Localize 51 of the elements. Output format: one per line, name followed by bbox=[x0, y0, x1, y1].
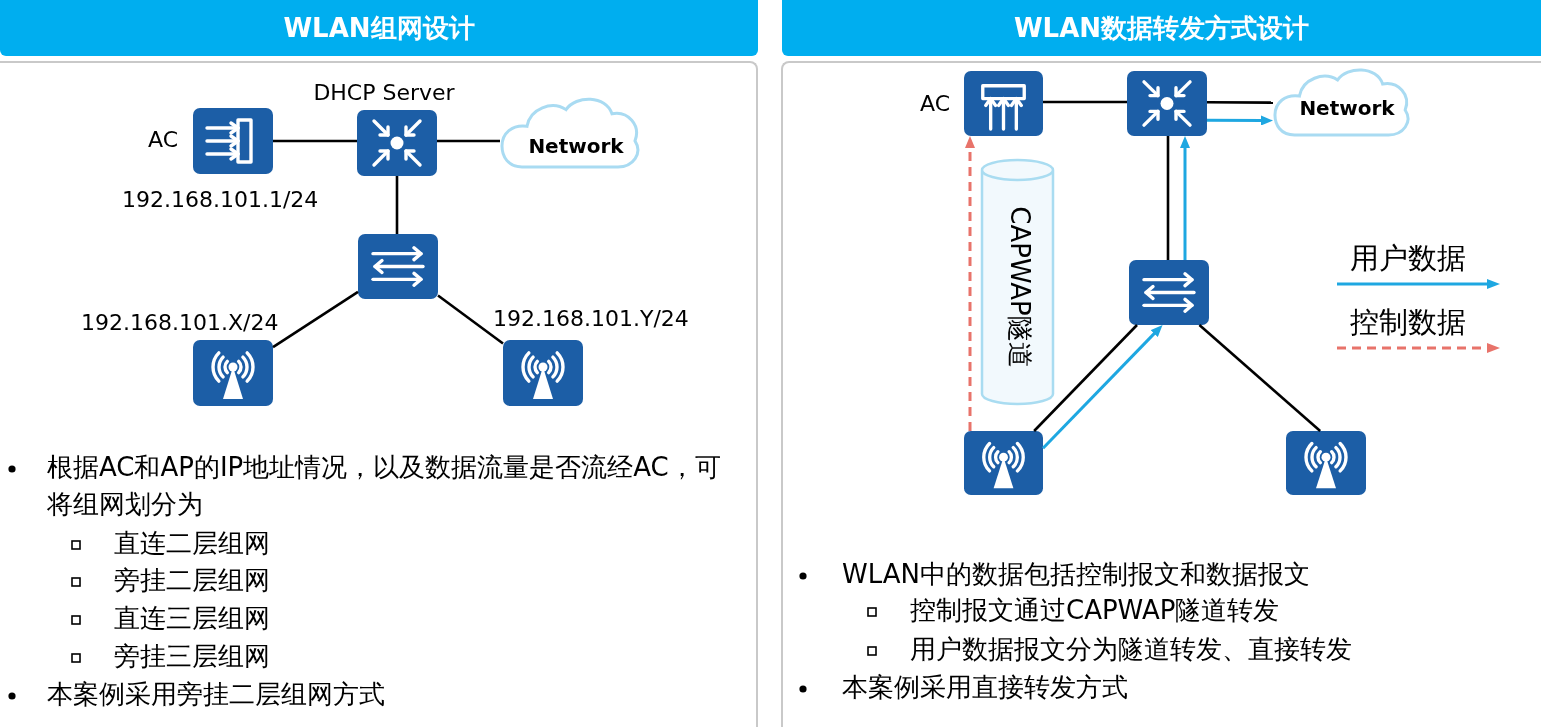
device-label: DHCP Server bbox=[313, 79, 455, 107]
connector-line bbox=[272, 290, 359, 349]
connector-line bbox=[1033, 324, 1138, 432]
network-device-icon bbox=[193, 108, 273, 174]
bullet-text: 直连三层组网 bbox=[114, 601, 270, 635]
connector-line bbox=[1198, 324, 1322, 432]
connector-line bbox=[395, 176, 399, 234]
cloud-label: Network bbox=[528, 133, 624, 159]
router-icon bbox=[357, 110, 437, 176]
arrow bbox=[1041, 325, 1163, 450]
tunnel-label: CAPWAP隧道 bbox=[1005, 206, 1035, 368]
connector-line bbox=[273, 139, 357, 143]
connector-line bbox=[437, 294, 504, 345]
connector-line bbox=[1166, 136, 1170, 260]
bullet-text: 根据AC和AP的IP地址情况，以及数据流量是否流经AC，可将组网划分为 bbox=[47, 450, 722, 521]
bullet-text: WLAN中的数据包括控制报文和数据报文 bbox=[842, 557, 1311, 591]
title-banner: WLAN数据转发方式设计 bbox=[782, 0, 1541, 56]
cylinder-shape bbox=[980, 158, 1055, 406]
cloud-shape bbox=[1273, 65, 1413, 137]
panel bbox=[0, 61, 758, 727]
bullet-text: 本案例采用旁挂二层组网方式 bbox=[47, 677, 385, 711]
device-label: AC bbox=[148, 126, 179, 154]
connector-line bbox=[1043, 100, 1127, 104]
bullet-text: 直连二层组网 bbox=[114, 526, 270, 560]
bullet-text: 旁挂三层组网 bbox=[114, 639, 270, 673]
ip-address-label: 192.168.101.X/24 bbox=[81, 309, 279, 337]
cloud-label: Network bbox=[1299, 95, 1395, 121]
bullet-text: 控制报文通过CAPWAP隧道转发 bbox=[910, 593, 1280, 627]
antenna-icon bbox=[964, 431, 1043, 495]
arrow bbox=[1180, 136, 1190, 260]
switch-icon bbox=[358, 234, 438, 299]
antenna-icon bbox=[503, 340, 583, 406]
legend-label: 控制数据 bbox=[1350, 304, 1466, 340]
dashed-arrow bbox=[965, 136, 975, 431]
bullet-text: 用户数据报文分为隧道转发、直接转发 bbox=[910, 632, 1352, 666]
ip-address-label: 192.168.101.1/24 bbox=[122, 186, 319, 214]
connector-line bbox=[1207, 100, 1273, 104]
device-label: AC bbox=[920, 90, 951, 118]
network-device-icon bbox=[964, 71, 1043, 136]
antenna-icon bbox=[1286, 431, 1366, 495]
ip-address-label: 192.168.101.Y/24 bbox=[493, 305, 689, 333]
bullet-text: 旁挂二层组网 bbox=[114, 563, 270, 597]
bullet-text: 本案例采用直接转发方式 bbox=[842, 670, 1128, 704]
arrow bbox=[1207, 115, 1273, 126]
switch-icon bbox=[1129, 260, 1209, 325]
connector-line bbox=[437, 139, 500, 143]
antenna-icon bbox=[193, 340, 273, 406]
router-icon bbox=[1127, 71, 1207, 136]
panel bbox=[781, 61, 1541, 727]
title-banner: WLAN组网设计 bbox=[0, 0, 758, 56]
legend-label: 用户数据 bbox=[1350, 240, 1466, 276]
